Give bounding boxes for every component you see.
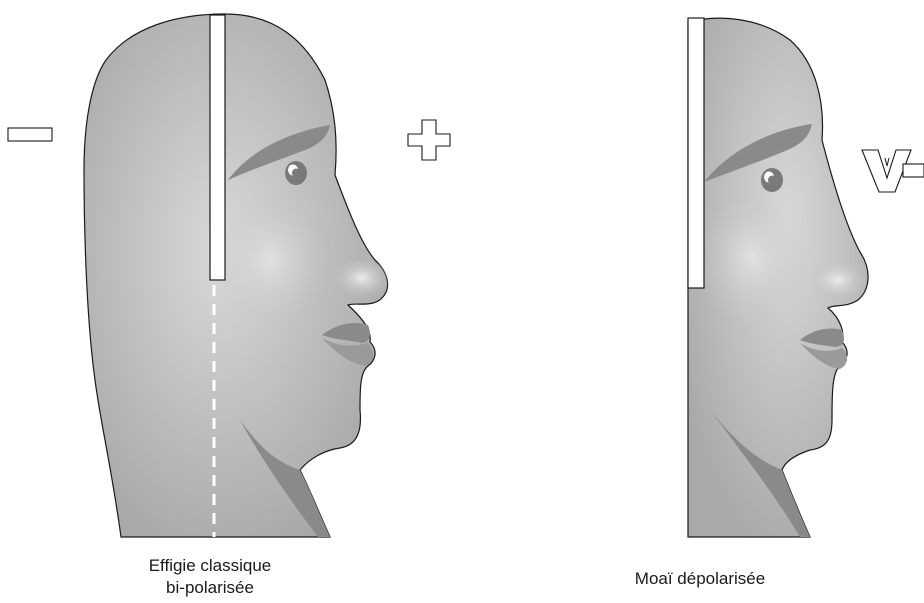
classic-cheek-highlight (210, 190, 330, 330)
moai-cheek-highlight (694, 188, 810, 328)
plus-sign-icon (408, 120, 450, 160)
classic-effigy-head (84, 14, 390, 537)
moai-caption-text: Moaï dépolarisée (600, 568, 800, 590)
classic-caption-line-1: Effigie classique (110, 555, 310, 577)
classic-eye-icon (285, 161, 307, 185)
moai-eye-icon (761, 168, 783, 192)
moai-polarity-bar (688, 18, 704, 288)
moai-caption: Moaï dépolarisée (600, 568, 800, 590)
classic-polarity-bar (210, 15, 225, 280)
classic-caption-line-2: bi-polarisée (110, 577, 310, 599)
moai-nose-highlight (810, 262, 866, 302)
classic-nose-highlight (334, 260, 390, 300)
v-minus-sign-icon (862, 150, 924, 192)
minus-sign-icon (8, 128, 52, 141)
moai-depolarized-head (688, 18, 868, 537)
classic-effigy-caption: Effigie classique bi-polarisée (110, 555, 310, 599)
